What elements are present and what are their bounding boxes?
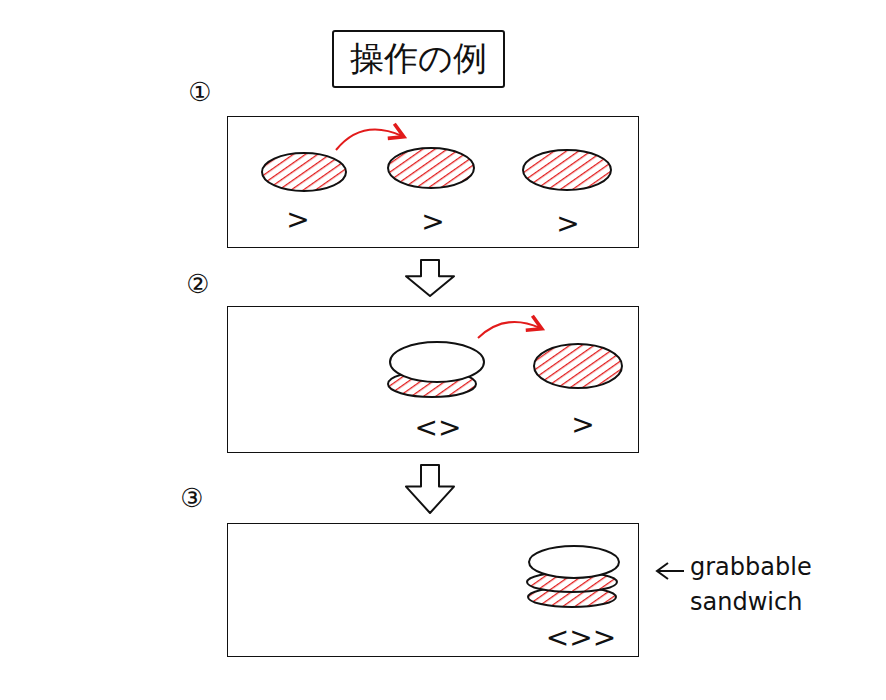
patty bbox=[534, 344, 622, 388]
title: 操作の例 bbox=[332, 30, 505, 88]
callout-number: ③ bbox=[180, 483, 203, 513]
callout-number: ② bbox=[186, 269, 209, 299]
step-panel: > > > bbox=[227, 116, 639, 248]
callout-note: grabbable sandwich bbox=[690, 550, 840, 620]
callout-number: ① bbox=[188, 77, 211, 107]
patty bbox=[262, 153, 346, 191]
move-arrow bbox=[336, 130, 402, 150]
move-arrow bbox=[478, 322, 540, 338]
stack-notation: > bbox=[286, 203, 309, 236]
step-arrow bbox=[406, 465, 454, 513]
step-panel: <> > bbox=[227, 306, 639, 453]
step-panel: <>> bbox=[227, 523, 639, 657]
stack-notation: > bbox=[571, 408, 594, 441]
patty bbox=[388, 148, 474, 188]
bun bbox=[529, 546, 619, 578]
step-arrow bbox=[406, 260, 454, 296]
stack-notation: > bbox=[421, 205, 444, 238]
bun bbox=[390, 342, 484, 382]
leader-arrow bbox=[657, 563, 684, 579]
patty bbox=[523, 150, 611, 190]
stack-notation: <> bbox=[415, 411, 462, 444]
stack-notation: > bbox=[556, 207, 579, 240]
stack-notation: <>> bbox=[546, 621, 616, 654]
